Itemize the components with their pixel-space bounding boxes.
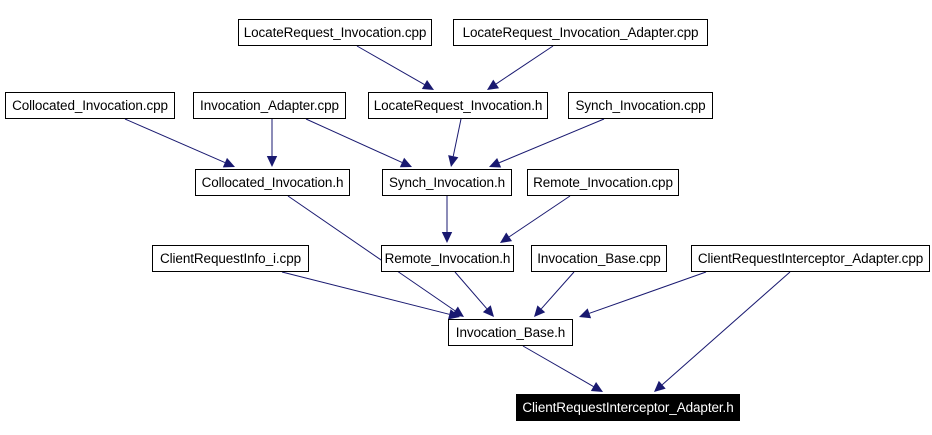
graph-edge <box>454 271 488 310</box>
graph-edge-arrowhead <box>448 309 460 320</box>
graph-node-synch_invocation_cpp[interactable]: Synch_Invocation.cpp <box>568 92 713 119</box>
graph-edge-arrowhead <box>487 79 500 90</box>
graph-node-synch_invocation_h[interactable]: Synch_Invocation.h <box>382 169 512 196</box>
graph-edge-arrowhead <box>500 232 513 243</box>
graph-edge <box>522 345 594 387</box>
graph-edge-arrowhead <box>451 306 464 317</box>
graph-edge-arrowhead <box>266 156 278 167</box>
graph-edge-arrowhead <box>590 382 603 392</box>
graph-edge-arrowhead <box>489 157 502 168</box>
graph-node-invocation_adapter_cpp[interactable]: Invocation_Adapter.cpp <box>193 92 346 119</box>
graph-edge <box>589 271 707 314</box>
graph-edge-arrowhead <box>399 157 412 168</box>
graph-node-clientrequestinterceptor_adapter_h[interactable]: ClientRequestInterceptor_Adapter.h <box>516 394 740 421</box>
graph-edge <box>124 118 226 164</box>
graph-edge <box>540 271 575 310</box>
graph-edge-arrowhead <box>482 305 494 317</box>
graph-node-locaterequest_invocation_h[interactable]: LocateRequest_Invocation.h <box>368 92 548 119</box>
graph-edge <box>498 118 605 164</box>
graph-node-collocated_invocation_cpp[interactable]: Collocated_Invocation.cpp <box>5 92 175 119</box>
graph-node-locaterequest_invocation_cpp[interactable]: LocateRequest_Invocation.cpp <box>238 19 432 46</box>
graph-edge-arrowhead <box>534 305 546 317</box>
graph-edge-arrowhead <box>441 232 453 243</box>
graph-node-clientrequestinterceptor_adapter_cpp[interactable]: ClientRequestInterceptor_Adapter.cpp <box>691 245 930 272</box>
graph-node-locaterequest_invocation_adapter_cpp[interactable]: LocateRequest_Invocation_Adapter.cpp <box>453 19 708 46</box>
graph-node-clientrequestinfo_i_cpp[interactable]: ClientRequestInfo_i.cpp <box>152 245 309 272</box>
graph-edge-arrowhead <box>421 80 434 90</box>
graph-edge <box>495 45 554 85</box>
graph-edge <box>281 271 450 315</box>
graph-node-remote_invocation_cpp[interactable]: Remote_Invocation.cpp <box>527 169 679 196</box>
graph-edge <box>356 45 425 85</box>
graph-edge <box>661 271 791 386</box>
graph-edge-arrowhead <box>579 308 592 319</box>
graph-node-collocated_invocation_h[interactable]: Collocated_Invocation.h <box>195 169 350 196</box>
graph-node-invocation_base_h[interactable]: Invocation_Base.h <box>448 319 573 346</box>
graph-node-remote_invocation_h[interactable]: Remote_Invocation.h <box>381 245 514 272</box>
graph-edge <box>305 118 403 163</box>
graph-edge <box>508 195 571 238</box>
graph-node-invocation_base_cpp[interactable]: Invocation_Base.cpp <box>531 245 667 272</box>
graph-edge-arrowhead <box>448 155 459 167</box>
graph-edge-arrowhead <box>222 157 235 168</box>
graph-edge-arrowhead <box>654 380 666 392</box>
graph-edge <box>452 118 462 157</box>
